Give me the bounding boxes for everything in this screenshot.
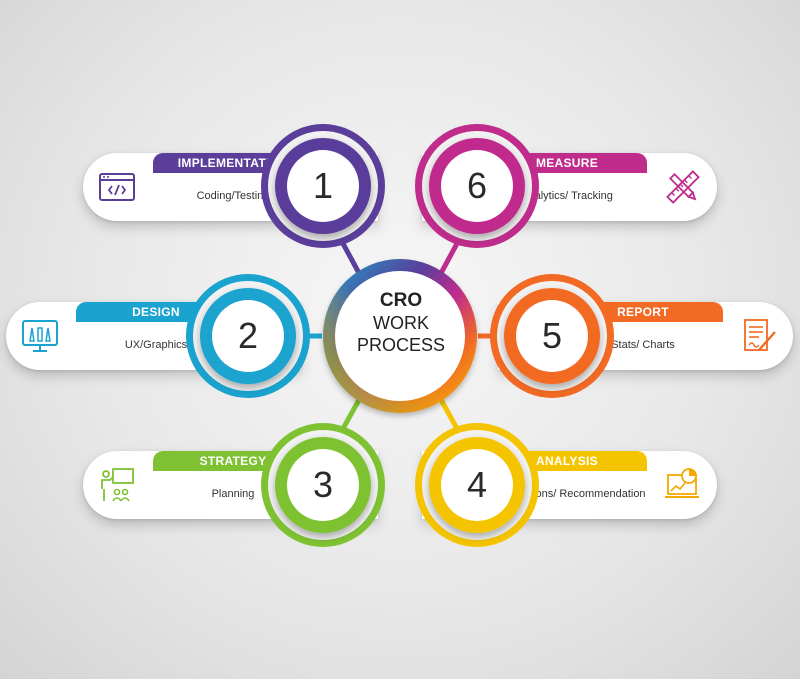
code-window-icon [99, 173, 135, 201]
step-3-subtitle: Planning [211, 488, 255, 501]
center-title: CRO WORK PROCESS [336, 290, 466, 380]
step-5-title: REPORT [563, 302, 723, 322]
step-5-subtitle: Stats/ Charts [611, 339, 675, 352]
step-1-number: 1 [312, 165, 334, 206]
step-2-subtitle: UX/Graphics [124, 339, 188, 352]
pencil-ruler-icon [666, 170, 700, 204]
step-6-subtitle: Analytics/ Tracking [521, 190, 613, 203]
spoke-1 [337, 236, 363, 277]
step-2-number: 2 [237, 315, 259, 356]
spoke-3 [337, 396, 363, 436]
center-title-line2: WORK [373, 313, 429, 333]
step-1-subtitle: Coding/Testing [196, 190, 270, 203]
laptop-chart-icon [665, 468, 699, 498]
center-title-line3: PROCESS [356, 335, 446, 355]
report-icon [744, 319, 776, 351]
step-4-number: 4 [466, 464, 488, 505]
step-5-number: 5 [541, 315, 563, 356]
monitor-design-icon [22, 320, 58, 352]
presentation-icon [101, 468, 134, 502]
spoke-4 [437, 396, 463, 436]
spoke-6 [437, 236, 463, 277]
step-2-title: DESIGN [76, 302, 236, 322]
step-6-number: 6 [466, 165, 488, 206]
center-circle [323, 259, 477, 413]
center-title-line1: CRO [379, 290, 423, 311]
step-3-number: 3 [312, 464, 334, 505]
